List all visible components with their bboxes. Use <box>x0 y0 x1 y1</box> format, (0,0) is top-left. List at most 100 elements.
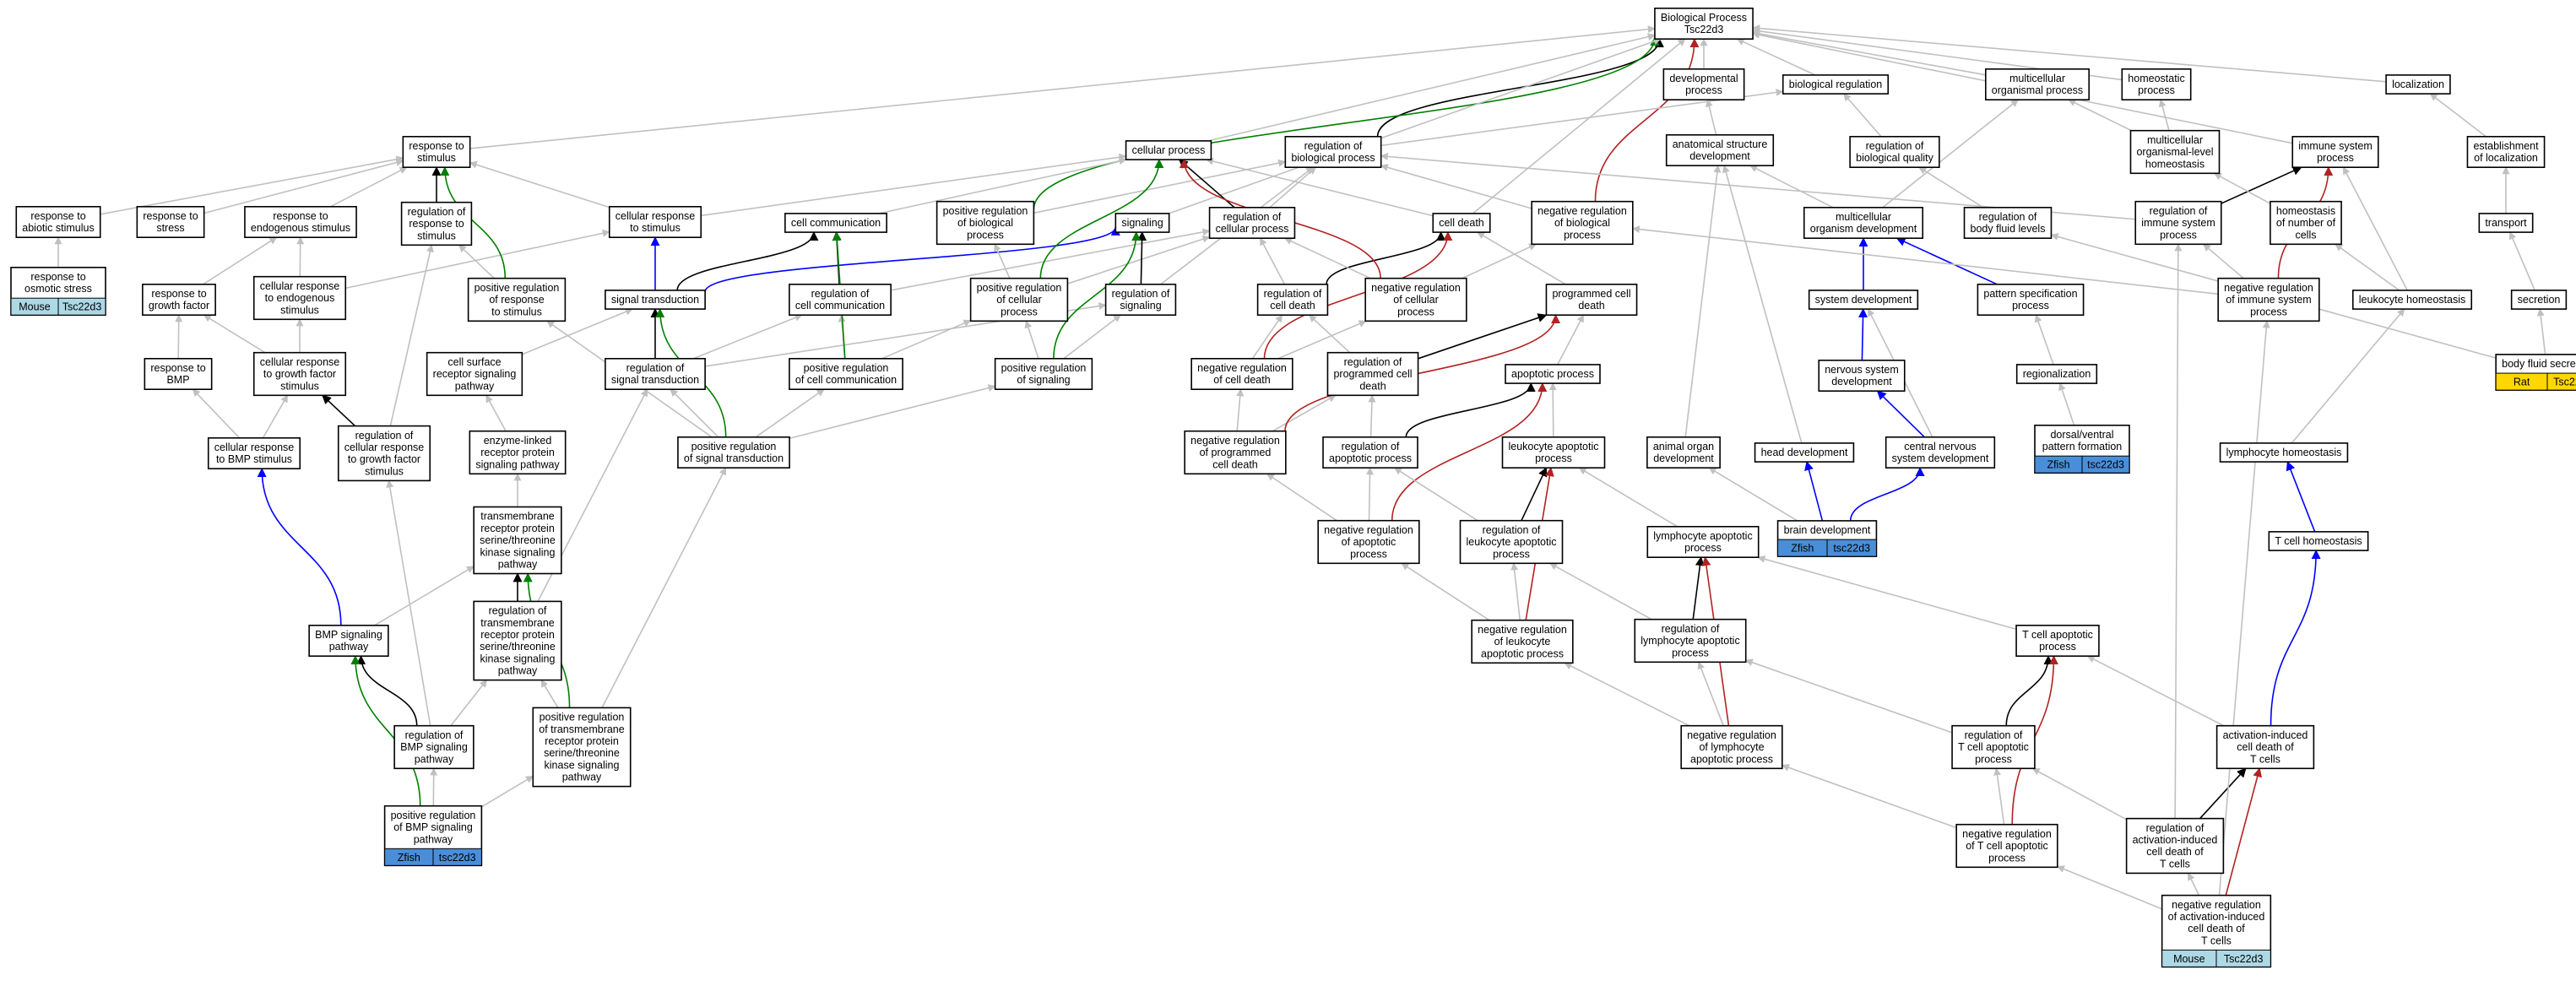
term-label-line: kinase signaling <box>480 653 556 664</box>
term-label-line: regulation of <box>1264 288 1322 300</box>
term-label-line: organism development <box>1810 223 1917 235</box>
term-label-line: signaling <box>1120 300 1161 312</box>
term-label-line: of response <box>489 294 544 306</box>
gene-cell <box>432 848 482 866</box>
term-label-line: response to <box>150 362 205 374</box>
term-box <box>244 206 357 239</box>
term-box <box>1803 207 1924 240</box>
term-box <box>400 201 473 246</box>
edge-is-a-negregcd-to-negregcp <box>1277 320 1367 360</box>
edge-is-a-regionalization-to-pattern <box>2034 314 2054 366</box>
edge-is-a-cellgrowth-to-growth <box>203 314 266 354</box>
term-label-line: central nervous <box>1904 441 1976 452</box>
edge-is-a-regpcd-to-regcelldeath <box>1308 314 1351 354</box>
edge-is-a-regbmp-to-regcellgrowth <box>386 479 431 726</box>
term-label-line: BMP <box>166 374 189 386</box>
term-label-line: cell death <box>1439 217 1484 229</box>
term-label-line: pattern formation <box>2042 441 2123 452</box>
edge-is-a-posregsig-to-regsig <box>1063 314 1121 360</box>
edges-layer <box>54 24 2546 910</box>
term-label-line: negative regulation <box>1478 624 1567 636</box>
term-label-line: process <box>1350 548 1387 560</box>
term-box <box>1646 436 1721 469</box>
term-label-line: process <box>1535 452 1572 464</box>
edge-part-of-regtcellapop-to-tcellapop <box>2005 655 2053 726</box>
term-box <box>1531 200 1634 246</box>
edge-part-of-regapop-to-apop <box>1405 382 1536 437</box>
term-label-line: positive regulation <box>1001 362 1087 374</box>
term-label-line: regulation of <box>811 288 870 300</box>
edge-is-a-negregleukapop-to-regleukapop <box>1510 562 1521 620</box>
term-label-line: stimulus <box>280 304 319 316</box>
edge-regulates-aicd-to-tcellhomeo <box>2270 550 2321 726</box>
term-box <box>473 506 562 575</box>
term-box <box>1662 68 1745 101</box>
edge-is-a-celldeath-to-bp <box>1472 38 1686 214</box>
term-label-line: process <box>1564 229 1601 241</box>
edge-is-a-regtcellapop-to-reglymphapop <box>1744 658 1953 734</box>
term-label-line: pathway <box>455 380 495 392</box>
term-box <box>1782 74 1890 95</box>
edge-positively-regulates-posregbp-to-bp <box>1033 36 1660 210</box>
term-label-line: process <box>967 229 1004 241</box>
edge-is-a-secretion-to-transport <box>2508 231 2535 291</box>
edge-is-a-negregcd-to-regcelldeath <box>1251 314 1283 360</box>
term-label-line: regulation of <box>2150 205 2208 217</box>
term-box <box>144 357 213 390</box>
term-label-line: response to <box>30 210 85 222</box>
edge-is-a-negregaicd-to-negregimm <box>2218 320 2270 896</box>
edge-part-of-regpcd-to-pcd <box>1418 313 1548 360</box>
term-box <box>2466 136 2546 169</box>
term-box <box>2219 442 2349 463</box>
go-term-regionalization: regionalization <box>2015 364 2098 384</box>
term-box <box>2015 364 2098 384</box>
term-label-line: pathway <box>415 753 454 765</box>
term-label-line: positive regulation <box>540 712 625 723</box>
species-label: Mouse <box>19 301 51 313</box>
term-label-line: cell death <box>1270 300 1315 312</box>
edge-regulates-cnsdev-to-nervdev <box>1876 390 1925 438</box>
term-label-line: leukocyte apoptotic <box>1466 536 1556 548</box>
gene-cell <box>1826 539 1877 557</box>
term-label-line: process <box>2160 229 2197 241</box>
term-box <box>1955 823 2058 869</box>
term-label-line: signaling pathway <box>475 458 560 470</box>
term-label-line: receptor protein <box>480 629 555 641</box>
edge-is-a-regapop-to-regpcd <box>1368 394 1376 437</box>
term-label-line: cellular response <box>260 356 340 368</box>
term-label-line: of apoptotic <box>1342 536 1396 548</box>
edge-is-a-negregleukapop-to-negregapop <box>1401 562 1490 621</box>
edge-is-a-leukhomeo-to-immsys <box>2342 166 2408 291</box>
term-box <box>1963 207 2053 240</box>
go-term-cellproc: cellular process <box>1125 140 1212 160</box>
edge-is-a-negregpcd-to-negregcd <box>1236 388 1245 431</box>
term-label-line: serine/threonine <box>544 747 620 759</box>
edge-is-a-anat-to-devproc <box>1705 99 1717 135</box>
edge-is-a-negregcp-to-negregbp <box>1462 243 1537 279</box>
edge-negatively-regulates-negregaicd-to-aicd <box>2225 767 2263 896</box>
edge-is-a-regcellcomm-to-regcp <box>891 228 1211 291</box>
term-box <box>1317 519 1420 565</box>
term-box <box>1104 283 1177 316</box>
term-label-line: brain development <box>1784 524 1871 536</box>
term-label-line: to stimulus <box>630 222 681 234</box>
term-label-line: signal transduction <box>611 374 699 386</box>
term-label-line: cell death of <box>2146 846 2204 858</box>
edge-is-a-cellendog-to-cellresp <box>345 229 610 290</box>
term-label-line: regulation of <box>1223 211 1282 223</box>
term-label-line: pathway <box>562 772 602 783</box>
edge-is-a-local-to-bp <box>1752 24 2387 83</box>
term-label-line: lymphocyte homeostasis <box>2226 447 2342 458</box>
go-term-sigtrans: signal transduction <box>605 290 706 310</box>
term-label-line: T cells <box>2250 753 2280 765</box>
